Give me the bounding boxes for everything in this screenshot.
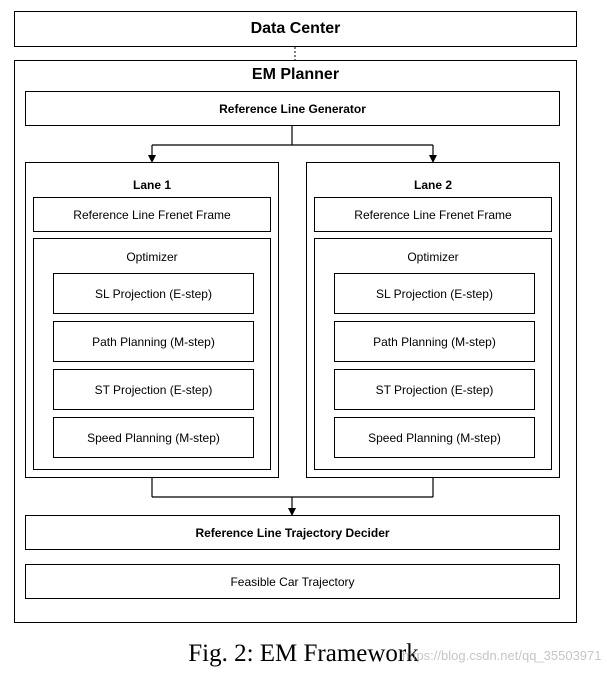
- frenet-frame-box: Reference Line Frenet Frame: [314, 197, 552, 232]
- em-planner-title: EM Planner: [251, 66, 340, 83]
- step-box: SL Projection (E-step): [53, 273, 254, 314]
- watermark: https://blog.csdn.net/qq_35503971: [402, 648, 602, 663]
- step-box: ST Projection (E-step): [334, 369, 535, 410]
- step-box: Speed Planning (M-step): [334, 417, 535, 458]
- step-label: Speed Planning (M-step): [87, 430, 220, 445]
- trajectory-decider-box: Reference Line Trajectory Decider: [25, 515, 560, 550]
- optimizer-label: Optimizer: [126, 250, 178, 264]
- step-label: Path Planning (M-step): [92, 334, 215, 349]
- lane-title: Lane 1: [132, 178, 171, 192]
- reference-line-generator-label: Reference Line Generator: [219, 101, 366, 116]
- step-box: ST Projection (E-step): [53, 369, 254, 410]
- step-label: Speed Planning (M-step): [368, 430, 501, 445]
- frenet-frame-box: Reference Line Frenet Frame: [33, 197, 271, 232]
- step-label: Path Planning (M-step): [373, 334, 496, 349]
- frenet-frame-label: Reference Line Frenet Frame: [354, 207, 512, 222]
- optimizer-label: Optimizer: [407, 250, 459, 264]
- reference-line-generator-box: Reference Line Generator: [25, 91, 560, 126]
- data-center-label: Data Center: [250, 20, 341, 37]
- step-label: ST Projection (E-step): [94, 382, 213, 397]
- lane-title: Lane 2: [413, 178, 452, 192]
- em-planner-box: EM Planner: [14, 60, 577, 623]
- feasible-trajectory-box: Feasible Car Trajectory: [25, 564, 560, 599]
- step-box: Speed Planning (M-step): [53, 417, 254, 458]
- data-center-box: Data Center: [14, 11, 577, 47]
- frenet-frame-label: Reference Line Frenet Frame: [73, 207, 231, 222]
- feasible-trajectory-label: Feasible Car Trajectory: [230, 574, 355, 589]
- step-box: Path Planning (M-step): [334, 321, 535, 362]
- step-label: SL Projection (E-step): [95, 286, 212, 301]
- figure-caption: Fig. 2: EM Framework: [188, 640, 419, 667]
- step-label: ST Projection (E-step): [375, 382, 494, 397]
- step-label: SL Projection (E-step): [376, 286, 493, 301]
- step-box: Path Planning (M-step): [53, 321, 254, 362]
- step-box: SL Projection (E-step): [334, 273, 535, 314]
- trajectory-decider-label: Reference Line Trajectory Decider: [195, 525, 390, 540]
